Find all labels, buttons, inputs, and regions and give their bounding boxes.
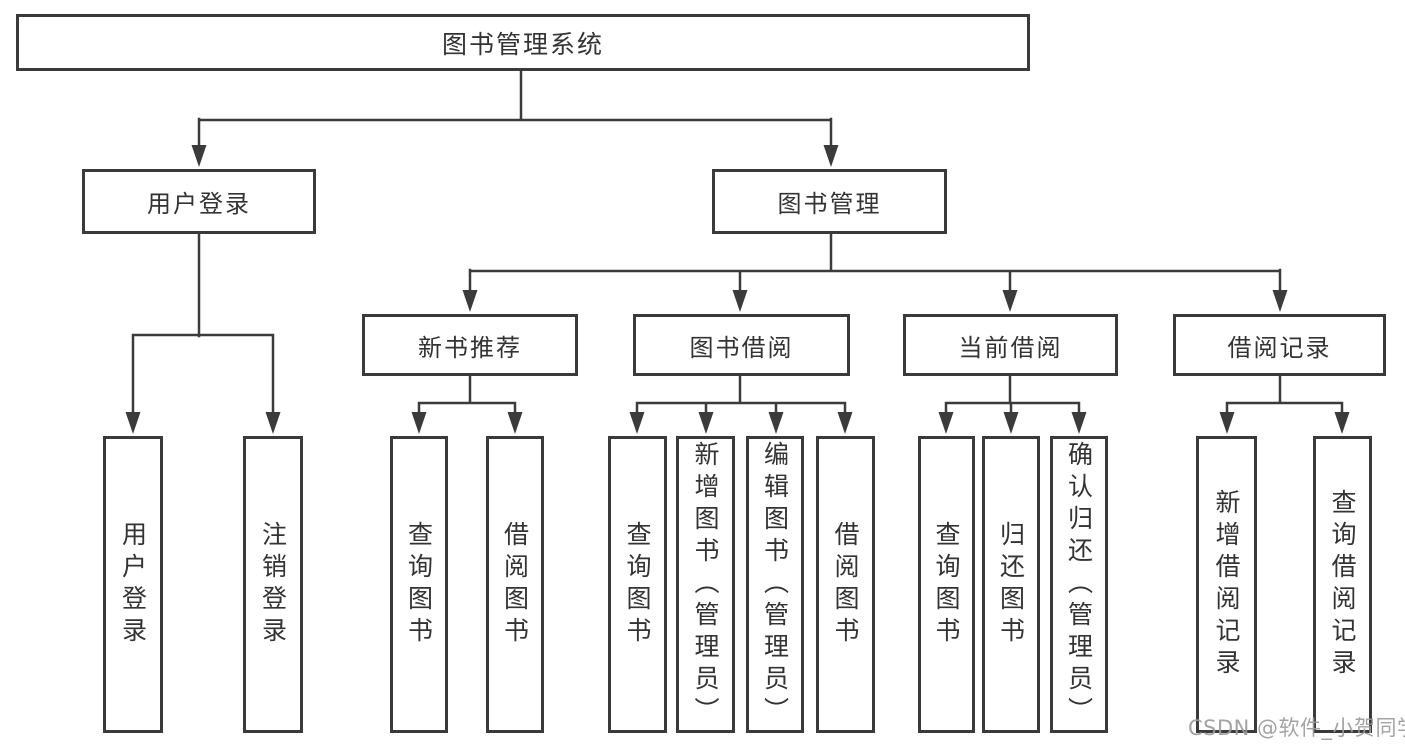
- node-user-login-label: 用户登录: [147, 190, 251, 218]
- node-borrowing-records-label: 借阅记录: [1227, 333, 1332, 362]
- node-new-book-recommend: 新书推荐: [362, 314, 578, 376]
- leaf-add-book-admin-label: 新增图书（管理员）: [691, 440, 720, 729]
- leaf-confirm-return-admin-label: 确认归还（管理员）: [1064, 440, 1094, 729]
- node-book-management-label: 图书管理: [777, 190, 882, 218]
- leaf-add-borrow-record-label: 新增借阅记录: [1212, 488, 1241, 681]
- node-new-book-recommend-label: 新书推荐: [418, 333, 522, 362]
- leaf-return-book: 归还图书: [982, 436, 1040, 733]
- leaf-query-books-2: 查询图书: [608, 436, 667, 733]
- leaf-query-borrow-record: 查询借阅记录: [1313, 436, 1372, 733]
- node-book-management: 图书管理: [712, 169, 947, 234]
- leaf-query-books-1: 查询图书: [390, 436, 448, 733]
- node-root: 图书管理系统: [16, 14, 1030, 71]
- connector-root-to-level2: [197, 69, 833, 152]
- leaf-query-books-3-label: 查询图书: [932, 520, 961, 649]
- leaf-borrow-books-1: 借阅图书: [486, 436, 544, 733]
- node-current-borrowing: 当前借阅: [903, 314, 1118, 376]
- leaf-return-book-label: 归还图书: [996, 520, 1026, 649]
- node-borrowing-records: 借阅记录: [1173, 314, 1386, 376]
- leaf-edit-book-admin-label: 编辑图书（管理员）: [760, 440, 790, 729]
- connector-new-book-rec-branch: [417, 373, 517, 420]
- leaf-confirm-return-admin: 确认归还（管理员）: [1050, 436, 1108, 733]
- leaf-logout: 注销登录: [243, 436, 303, 733]
- node-user-login: 用户登录: [82, 169, 316, 234]
- leaf-edit-book-admin: 编辑图书（管理员）: [746, 436, 804, 733]
- leaf-borrow-books-2: 借阅图书: [816, 436, 875, 733]
- node-current-borrowing-label: 当前借阅: [958, 333, 1063, 362]
- connector-user-login-branch: [131, 231, 275, 420]
- node-book-borrowing: 图书借阅: [633, 314, 850, 376]
- leaf-logout-label: 注销登录: [258, 520, 288, 649]
- watermark: CSDN @软件_小贺同学: [1188, 716, 1405, 740]
- connector-borrow-records-branch: [1225, 373, 1344, 420]
- leaf-borrow-books-2-label: 借阅图书: [831, 520, 860, 649]
- connector-current-borrow-branch: [944, 373, 1081, 420]
- leaf-user-login: 用户登录: [103, 436, 163, 733]
- leaf-query-books-1-label: 查询图书: [404, 520, 434, 649]
- leaf-add-borrow-record: 新增借阅记录: [1196, 436, 1257, 733]
- connector-book-mgmt-to-level3: [468, 231, 1282, 297]
- connector-book-borrow-branch: [635, 373, 847, 420]
- node-book-borrowing-label: 图书借阅: [689, 333, 794, 362]
- node-root-label: 图书管理系统: [441, 29, 604, 59]
- arrowheads: [125, 145, 1350, 434]
- leaf-add-book-admin: 新增图书（管理员）: [676, 436, 735, 733]
- leaf-borrow-books-1-label: 借阅图书: [500, 520, 530, 649]
- leaf-query-borrow-record-label: 查询借阅记录: [1328, 488, 1357, 681]
- leaf-query-books-3: 查询图书: [918, 436, 975, 733]
- leaf-user-login-label: 用户登录: [118, 520, 148, 649]
- leaf-query-books-2-label: 查询图书: [623, 520, 652, 649]
